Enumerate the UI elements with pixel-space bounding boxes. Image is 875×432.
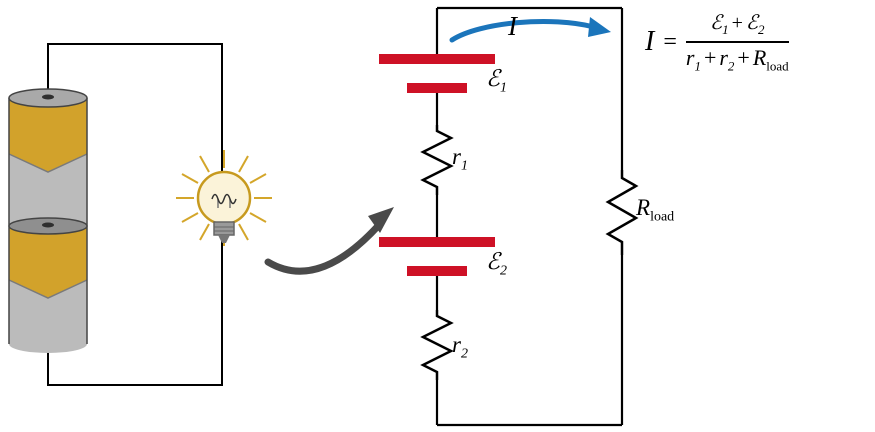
emf2-base: ℰ (486, 249, 500, 274)
resistors (420, 125, 639, 380)
bulb-base-tip (218, 235, 230, 243)
emf2-label: ℰ2 (486, 249, 507, 279)
current-arrow-icon (449, 17, 611, 43)
emf2-short-plate (407, 266, 467, 276)
battery2-silver-body (9, 280, 87, 353)
eq-rload-sub: load (766, 58, 789, 74)
rload-label: Rload (636, 195, 674, 225)
pointer-arrow-icon (264, 207, 394, 275)
eq-r2-base: r (719, 45, 728, 70)
current-label: I (508, 11, 517, 42)
bulb-screw-base (213, 221, 235, 236)
emf1-label: ℰ1 (486, 66, 507, 96)
bulb-screw-threads (214, 226, 234, 232)
emf2-long-plate (379, 237, 495, 247)
emf1-short-plate (407, 83, 467, 93)
rload-base: R (636, 195, 651, 220)
rload-resistor (605, 170, 639, 255)
eq-num-plus: + (731, 12, 743, 34)
emf1-base: ℰ (486, 66, 500, 91)
r2-resistor (420, 310, 454, 380)
r1-base: r (452, 144, 461, 169)
r1-resistor (420, 125, 454, 195)
battery1-silver-body (9, 154, 87, 226)
eq-r1-sub: 1 (694, 58, 701, 74)
battery2-outline (8, 226, 88, 344)
battery2-terminal (42, 222, 54, 228)
emf-symbols (379, 54, 495, 276)
equation-lhs: I (645, 26, 655, 58)
battery-illustration (8, 88, 88, 353)
battery1-gold-body (9, 98, 87, 172)
lightbulb-icon (176, 150, 272, 246)
battery1-outline (8, 98, 88, 226)
r2-label: r2 (452, 332, 468, 362)
eq-rload-base: R (752, 45, 767, 70)
emf2-sub: 2 (499, 263, 507, 279)
rload-sub: load (650, 209, 675, 225)
r1-sub: 1 (460, 158, 468, 174)
battery1-chevron-seam (8, 153, 88, 173)
emf1-sub: 1 (499, 80, 507, 96)
equation-fraction: ℰ1+ℰ2 r1+r2+Rload (685, 10, 789, 74)
circuit-schematic-wires (435, 6, 624, 427)
current-label-text: I (508, 11, 517, 41)
eq-den-plus2: + (737, 45, 750, 70)
battery2-chevron-seam (8, 279, 88, 299)
eq-emf2-sub: 2 (758, 22, 765, 37)
bulb-filament (211, 193, 237, 205)
eq-emf1-base: ℰ (710, 12, 723, 34)
equation-numerator: ℰ1+ℰ2 (700, 10, 775, 41)
equation-fraction-bar (685, 41, 789, 43)
r2-sub: 2 (460, 346, 468, 362)
emf1-long-plate (379, 54, 495, 64)
equation: I = ℰ1+ℰ2 r1+r2+Rload (645, 10, 789, 74)
r2-base: r (452, 332, 461, 357)
equation-denominator: r1+r2+Rload (686, 43, 789, 74)
eq-r1-base: r (685, 45, 695, 70)
eq-r2-sub: 2 (727, 58, 735, 74)
eq-den-plus1: + (703, 45, 717, 70)
r1-label: r1 (452, 144, 468, 174)
battery1-terminal (42, 94, 54, 100)
eq-emf1-sub: 1 (722, 22, 729, 37)
eq-emf2-base: ℰ (745, 12, 759, 34)
battery2-gold-body (9, 226, 87, 298)
equation-equals: = (663, 28, 677, 55)
